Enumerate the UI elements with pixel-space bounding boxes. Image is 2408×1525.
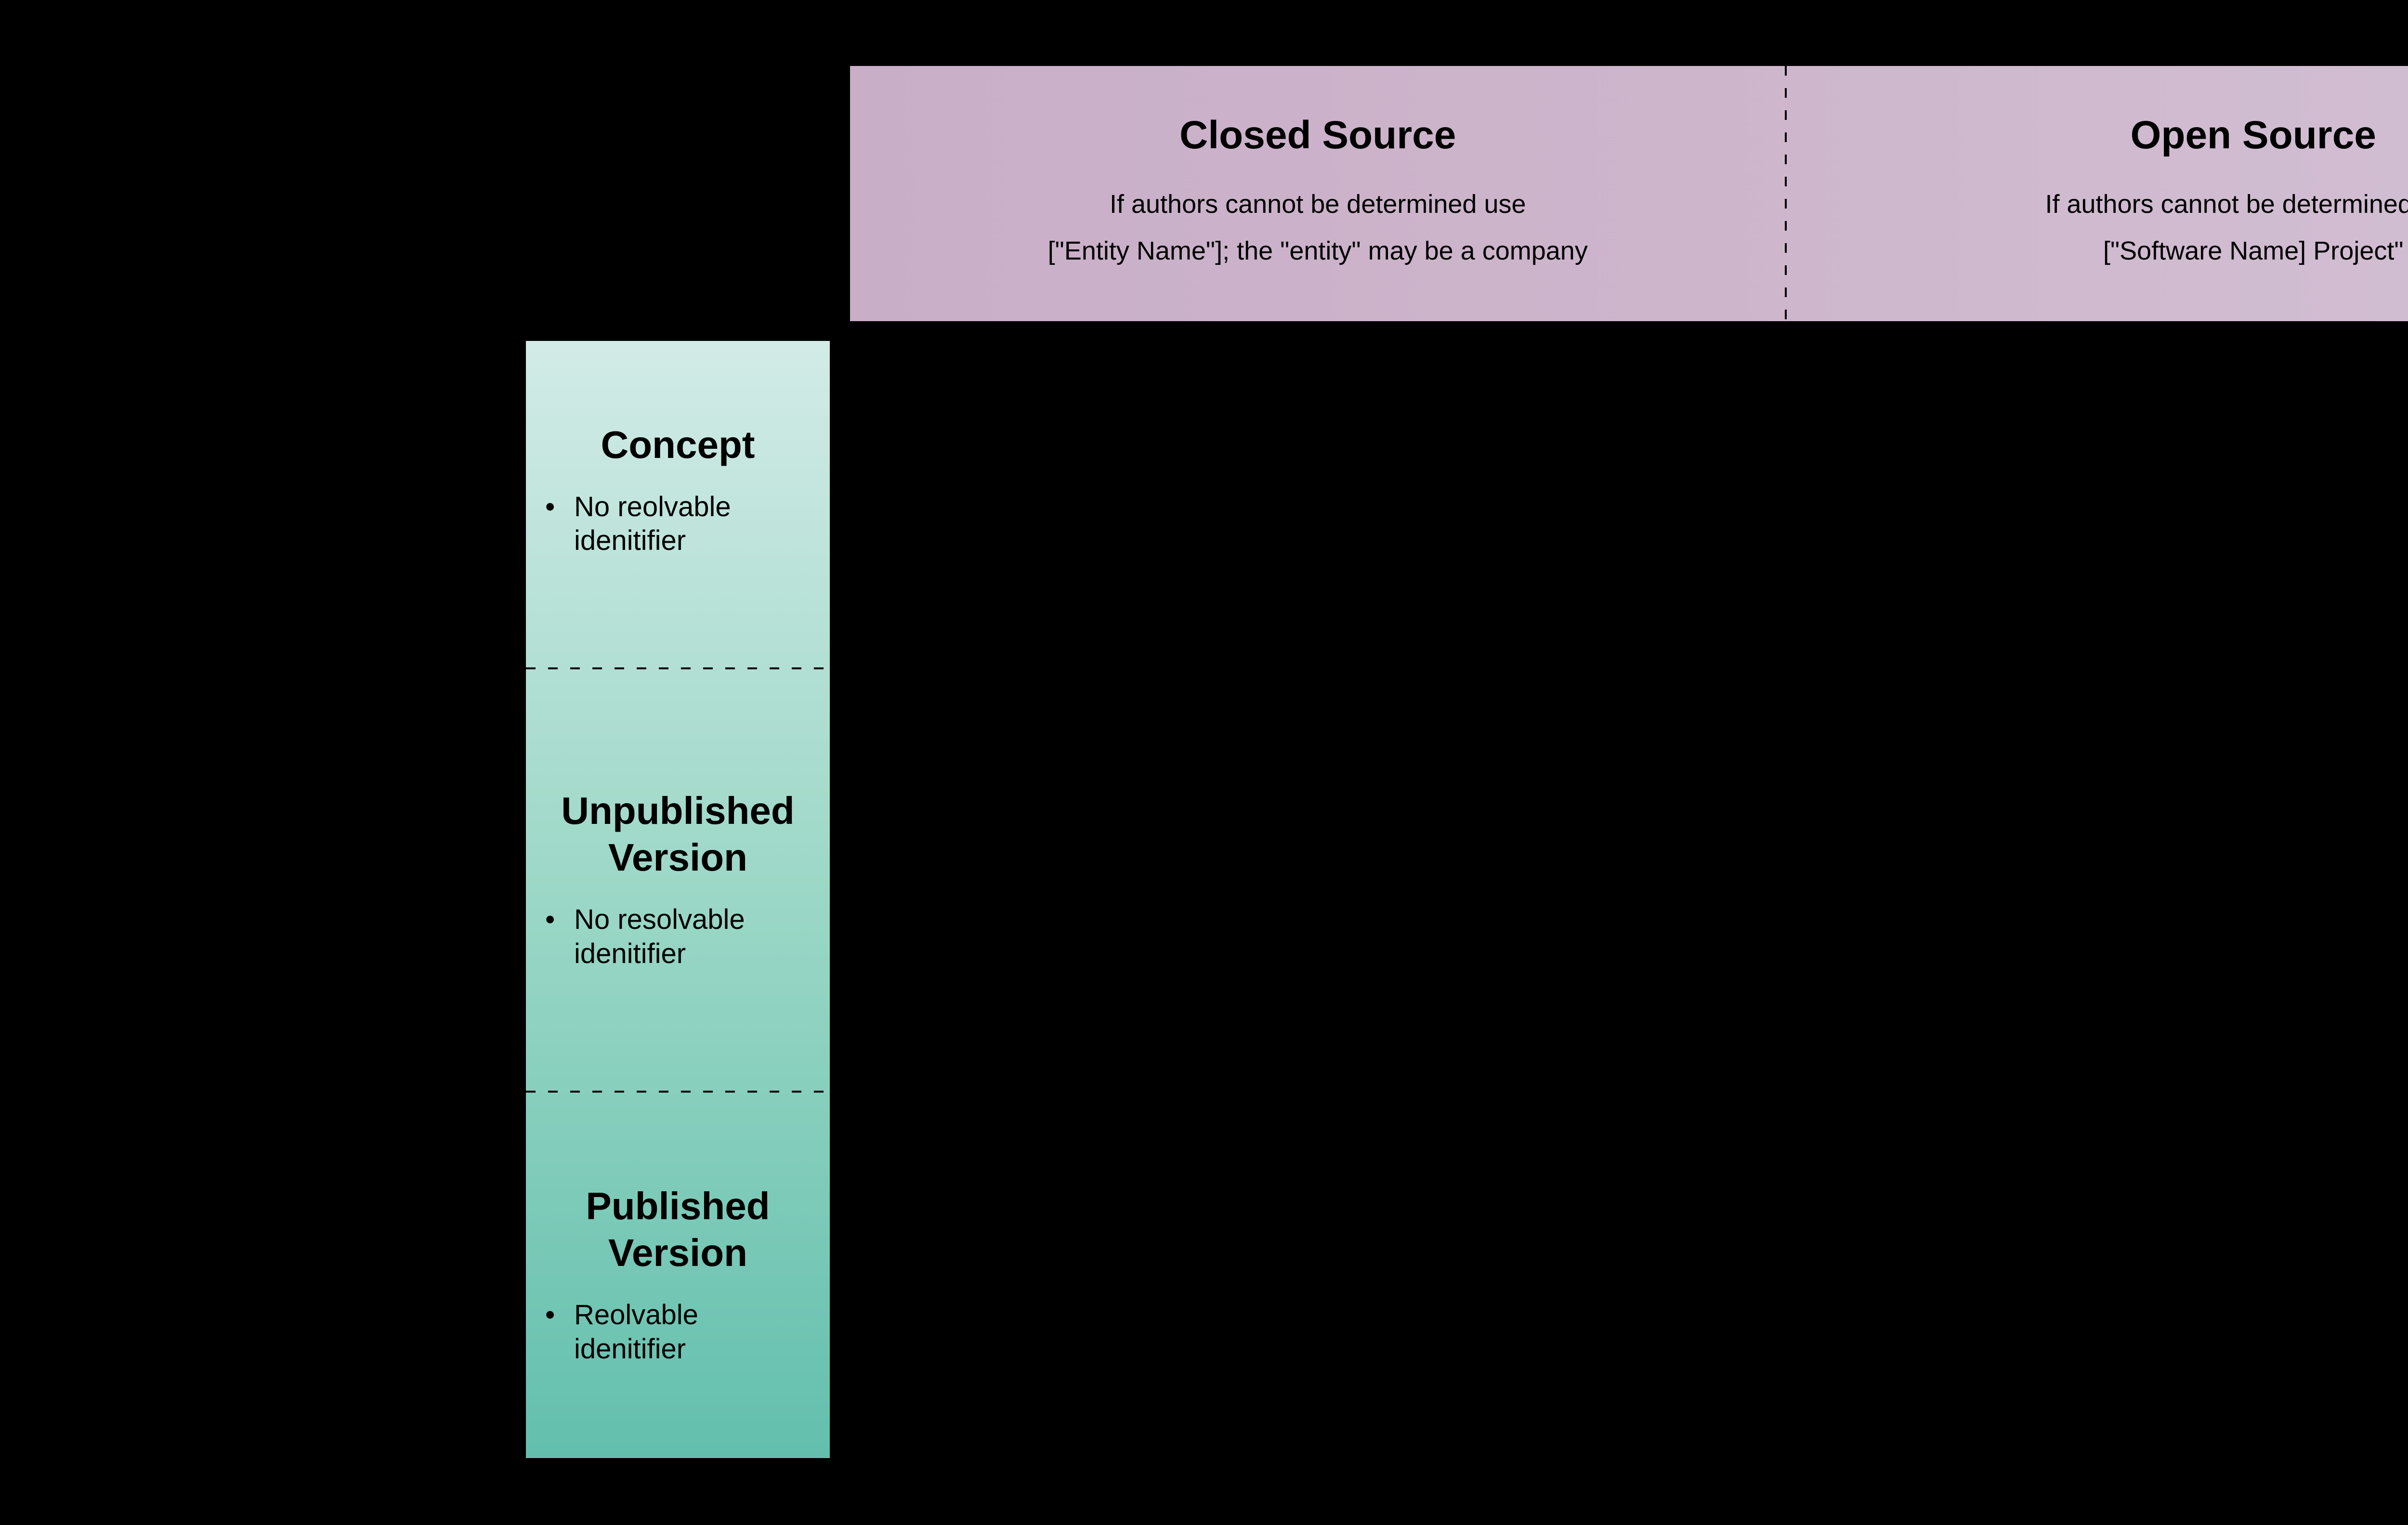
published-version-title: Published Version [586, 1184, 770, 1275]
version-stage-sidebar: Concept • No reolvable idenitifier Unpub… [526, 341, 830, 1458]
concept-title: Concept [601, 423, 755, 466]
unpublished-version-section: Unpublished Version • No resolvable iden… [526, 667, 830, 1091]
closed-source-title: Closed Source [1179, 113, 1456, 157]
unpublished-bullet-text: No resolvable idenitifier [574, 903, 745, 969]
bullet-icon: • [545, 1299, 555, 1330]
concept-section: Concept • No reolvable idenitifier [526, 341, 830, 667]
concept-bullet-text: No reolvable idenitifier [574, 491, 731, 557]
source-type-header-bar: Closed Source If authors cannot be deter… [850, 66, 2408, 321]
open-source-panel: Open Source If authors cannot be determi… [1786, 66, 2408, 321]
stage-divider-unpublished-published [526, 1091, 830, 1093]
published-bullet-item: • Reolvable idenitifier [545, 1298, 811, 1367]
published-version-section: Published Version • Reolvable idenitifie… [526, 1091, 830, 1458]
concept-bullet-item: • No reolvable idenitifier [545, 490, 811, 559]
source-type-divider [1784, 66, 1787, 321]
closed-source-panel: Closed Source If authors cannot be deter… [850, 66, 1786, 321]
published-bullet-text: Reolvable idenitifier [574, 1299, 698, 1365]
unpublished-version-title: Unpublished Version [561, 789, 795, 879]
bullet-icon: • [545, 491, 555, 522]
open-source-line2: ["Software Name] Project" [2103, 236, 2404, 266]
unpublished-bullet-item: • No resolvable idenitifier [545, 903, 811, 971]
closed-source-line1: If authors cannot be determined use [1109, 190, 1526, 219]
open-source-line1: If authors cannot be determined use [2045, 190, 2408, 219]
bullet-icon: • [545, 903, 555, 935]
open-source-title: Open Source [2130, 113, 2376, 157]
closed-source-line2: ["Entity Name"]; the "entity" may be a c… [1047, 236, 1588, 266]
stage-divider-concept-unpublished [526, 667, 830, 669]
